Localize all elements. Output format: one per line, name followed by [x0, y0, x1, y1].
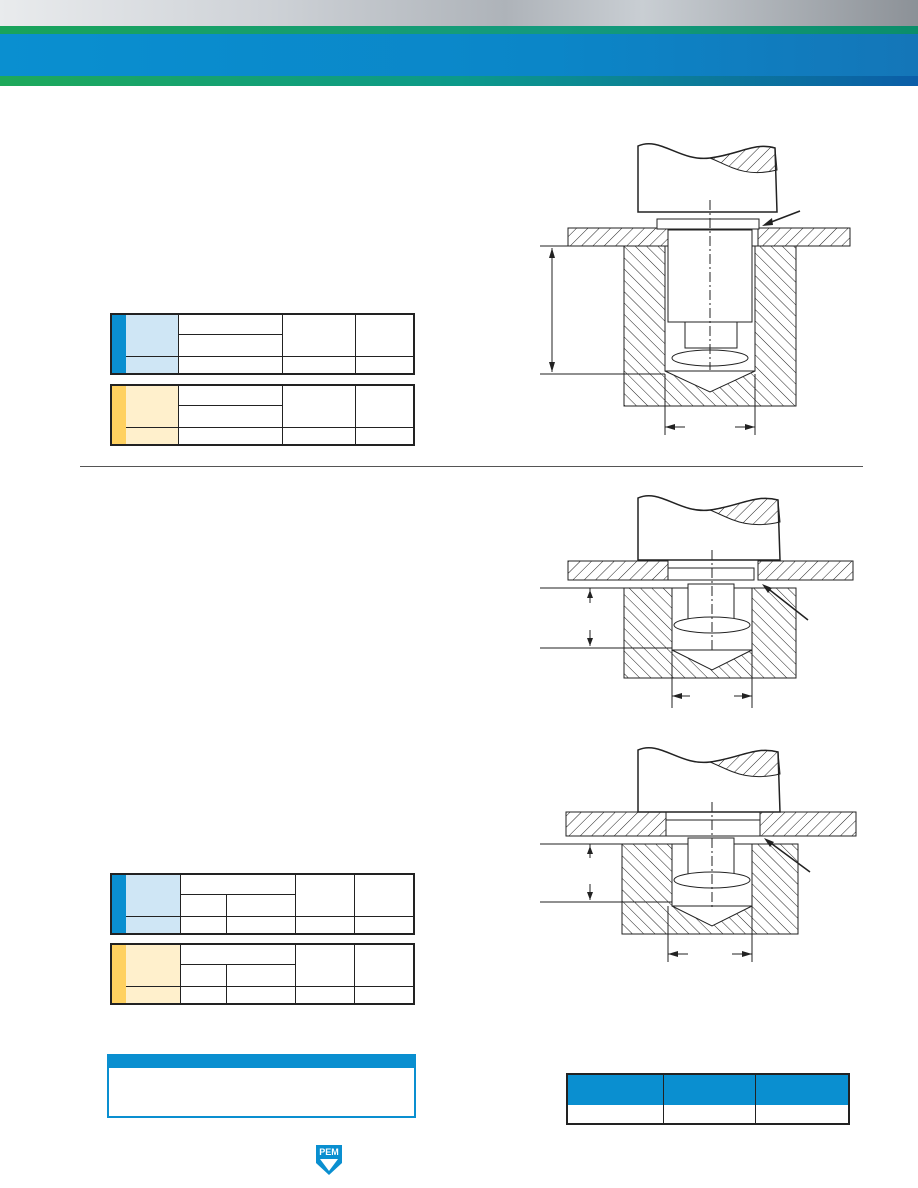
header-green-stripe-bottom [0, 76, 918, 86]
spec-table-tab [112, 315, 126, 373]
section-divider [80, 466, 863, 467]
install-drawing-flush-icon [540, 495, 854, 708]
spec-table-value-cell [126, 428, 178, 444]
note-box-header-bar [109, 1056, 414, 1068]
spec-table-1-inch [110, 384, 415, 446]
pem-logo-icon: PEM [316, 1145, 342, 1175]
spec-table-2-inch [110, 943, 415, 1005]
note-box [107, 1054, 416, 1118]
logo-text: PEM [319, 1147, 339, 1157]
spec-table-tab [112, 386, 126, 444]
spec-table-header-cell [126, 386, 178, 428]
results-table-header [568, 1075, 848, 1105]
spec-table-value-cell [126, 357, 178, 373]
install-drawing-shallow-icon [540, 747, 857, 962]
header-blue-band [0, 34, 918, 78]
spec-table-header-cell [126, 875, 180, 917]
spec-table-tab [112, 945, 126, 1003]
spec-table-header-cell [126, 315, 178, 357]
spec-table-value-cell [126, 987, 180, 1003]
spec-table-header-cell [126, 945, 180, 987]
header-green-stripe-top [0, 26, 918, 34]
spec-table-2-metric [110, 873, 415, 935]
header-metal-band [0, 0, 918, 30]
spec-table-value-cell [126, 917, 180, 933]
spec-table-tab [112, 875, 126, 933]
spec-table-1-metric [110, 313, 415, 375]
results-table [566, 1073, 850, 1125]
install-drawing-deep-icon [540, 143, 851, 435]
